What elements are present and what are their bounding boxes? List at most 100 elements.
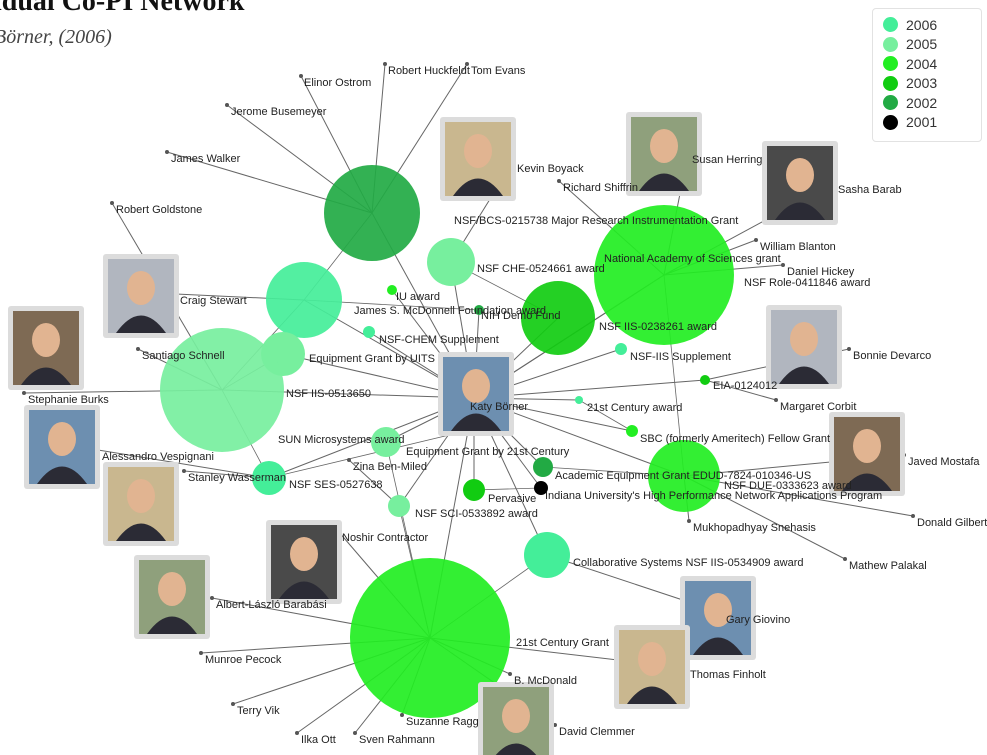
grant-node-21st-century-grant[interactable] bbox=[350, 558, 510, 718]
person-dot-tom-evans[interactable] bbox=[465, 62, 469, 66]
legend-swatch bbox=[883, 95, 898, 111]
portrait-sasha-barab[interactable] bbox=[762, 141, 838, 225]
portrait-albert-l-szl-barab-si[interactable] bbox=[134, 555, 210, 639]
grant-node-nsf-che-0524661-award[interactable] bbox=[427, 238, 475, 286]
person-dot-bonnie-devarco[interactable] bbox=[847, 347, 851, 351]
person-dot-donald-gilbert[interactable] bbox=[911, 514, 915, 518]
grant-node-collaborative-systems-nsf-iis-0534909-award[interactable] bbox=[524, 532, 570, 578]
person-dot-zina-ben-miled[interactable] bbox=[347, 458, 351, 462]
person-label-javed-mostafa: Javed Mostafa bbox=[908, 456, 980, 468]
network-edge bbox=[683, 475, 914, 517]
grant-node-nsf-bcs-0215738-major-research-instrumentation-grant[interactable] bbox=[324, 165, 420, 261]
portrait-gary-giovino[interactable] bbox=[680, 576, 756, 660]
person-dot-jerome-busemeyer[interactable] bbox=[225, 103, 229, 107]
portrait-face bbox=[32, 323, 60, 357]
grant-label-nsf-sci-0533892-award: NSF SCI-0533892 award bbox=[415, 508, 538, 520]
person-dot-terry-vik[interactable] bbox=[231, 702, 235, 706]
person-dot-robert-goldstone[interactable] bbox=[110, 201, 114, 205]
grant-node-pervasive[interactable] bbox=[463, 479, 485, 501]
legend-label: 2001 bbox=[906, 114, 938, 131]
portrait-thomas-finholt[interactable] bbox=[614, 625, 690, 709]
grant-label-eia-0124012: EIA-0124012 bbox=[713, 380, 777, 392]
person-dot-james-walker[interactable] bbox=[165, 150, 169, 154]
grant-node-nsf-due-0333623-award[interactable] bbox=[648, 440, 720, 512]
grant-node-eia-0124012[interactable] bbox=[700, 375, 710, 385]
person-dot-santiago-schnell[interactable] bbox=[136, 347, 140, 351]
portrait-david-clemmer[interactable] bbox=[478, 682, 554, 755]
person-dot-munroe-pecock[interactable] bbox=[199, 651, 203, 655]
network-edge bbox=[473, 487, 542, 491]
network-edge bbox=[268, 430, 467, 479]
person-dot-mathew-palakal[interactable] bbox=[843, 557, 847, 561]
person-dot-ilka-ott[interactable] bbox=[295, 731, 299, 735]
grant-node-nih-demo-fund[interactable] bbox=[474, 305, 484, 315]
legend-swatch bbox=[883, 17, 898, 33]
portrait-katy-borner[interactable] bbox=[438, 352, 514, 436]
grant-node-nsf-sci-0533892-award[interactable] bbox=[388, 495, 410, 517]
portrait-body bbox=[37, 466, 87, 484]
person-label-gary-giovino: Gary Giovino bbox=[726, 614, 790, 626]
portrait-craig-stewart[interactable] bbox=[103, 254, 179, 338]
grant-node-nsf-ses-0527638[interactable] bbox=[252, 461, 286, 495]
grant-label-nsf-bcs-0215738-major-research-instrumentation-grant: NSF/BCS-0215738 Major Research Instrumen… bbox=[454, 215, 738, 227]
portrait-javed-mostafa[interactable] bbox=[829, 412, 905, 496]
person-label-stanley-wasserman: Stanley Wasserman bbox=[188, 472, 286, 484]
person-label-terry-vik: Terry Vik bbox=[237, 705, 280, 717]
photo-layer bbox=[8, 112, 905, 755]
portrait-alessandro-vespignani[interactable] bbox=[103, 462, 179, 546]
person-label-mukhopadhyay-snehasis: Mukhopadhyay Snehasis bbox=[693, 522, 816, 534]
portrait-bonnie-devarco[interactable] bbox=[766, 305, 842, 389]
portrait-kevin-boyack[interactable] bbox=[440, 117, 516, 201]
person-label-zina-ben-miled: Zina Ben-Miled bbox=[353, 461, 427, 473]
person-label-elinor-ostrom: Elinor Ostrom bbox=[304, 77, 371, 89]
portrait-santiago-schnell[interactable] bbox=[8, 306, 84, 390]
center-person-label: Katy Börner bbox=[470, 401, 528, 413]
grant-label-sbc-formerly-ameritech-fellow-grant: SBC (formerly Ameritech) Fellow Grant bbox=[640, 433, 830, 445]
label-layer: NSF/BCS-0215738 Major Research Instrumen… bbox=[28, 65, 987, 746]
grant-label-iu-award: IU award bbox=[396, 291, 440, 303]
portrait-stephanie-burks[interactable] bbox=[24, 405, 100, 489]
person-dot-stanley-wasserman[interactable] bbox=[182, 469, 186, 473]
person-dot-robert-huckfeldt[interactable] bbox=[383, 62, 387, 66]
portrait-face bbox=[853, 429, 881, 463]
grant-node-sun-microsystems-award[interactable] bbox=[371, 427, 401, 457]
legend-label: 2003 bbox=[906, 75, 938, 92]
portrait-body bbox=[775, 202, 825, 220]
grant-node-iu-award[interactable] bbox=[387, 285, 397, 295]
person-dot-margaret-corbit[interactable] bbox=[774, 398, 778, 402]
legend-item-2004: 2004 bbox=[883, 54, 981, 74]
person-label-suzanne-ragg: Suzanne Ragg bbox=[406, 716, 479, 728]
grant-node-nsf-iis-0238261-award[interactable] bbox=[521, 281, 595, 355]
portrait-body bbox=[627, 686, 677, 704]
grant-label-indiana-university-s-high-performance-network-applications-program: Indiana University's High Performance Ne… bbox=[545, 490, 882, 502]
grant-node-academic-equipment-grant-edud-7824-010346-us[interactable] bbox=[533, 457, 553, 477]
person-dot-b-mcdonald[interactable] bbox=[508, 672, 512, 676]
portrait-susan-herring[interactable] bbox=[626, 112, 702, 196]
portrait-noshir-contractor[interactable] bbox=[266, 520, 342, 604]
grant-node-nsf-iis-supplement[interactable] bbox=[615, 343, 627, 355]
grant-node-nsf-iis-0513650[interactable] bbox=[160, 328, 284, 452]
person-label-alessandro-vespignani: Alessandro Vespignani bbox=[102, 451, 214, 463]
grant-node-nsf-chem-supplement[interactable] bbox=[363, 326, 375, 338]
grant-label-national-academy-of-sciences-grant: National Academy of Sciences grant bbox=[604, 253, 781, 265]
person-label-margaret-corbit: Margaret Corbit bbox=[780, 401, 856, 413]
person-dot-daniel-hickey[interactable] bbox=[781, 263, 785, 267]
person-label-kevin-boyack: Kevin Boyack bbox=[517, 163, 584, 175]
person-dot-elinor-ostrom[interactable] bbox=[299, 74, 303, 78]
grant-node-sbc-formerly-ameritech-fellow-grant[interactable] bbox=[626, 425, 638, 437]
person-dot-albert-l-szl-barab-si[interactable] bbox=[210, 596, 214, 600]
person-dot-sven-rahmann[interactable] bbox=[353, 731, 357, 735]
person-dot-suzanne-ragg[interactable] bbox=[400, 713, 404, 717]
network-edge bbox=[578, 399, 633, 432]
grant-node-national-academy-of-sciences-grant[interactable] bbox=[594, 205, 734, 345]
grant-node-21st-century-award[interactable] bbox=[575, 396, 583, 404]
person-label-tom-evans: Tom Evans bbox=[471, 65, 526, 77]
grant-node-james-s-mcdonnell-foundation-award[interactable] bbox=[266, 262, 342, 338]
grant-node-indiana-university-s-high-performance-network-applications-program[interactable] bbox=[534, 481, 548, 495]
person-dot-stephanie-burks[interactable] bbox=[22, 391, 26, 395]
portrait-body bbox=[639, 173, 689, 191]
person-dot-mukhopadhyay-snehasis[interactable] bbox=[687, 519, 691, 523]
person-dot-william-blanton[interactable] bbox=[754, 238, 758, 242]
person-dot-richard-shiffrin[interactable] bbox=[557, 179, 561, 183]
